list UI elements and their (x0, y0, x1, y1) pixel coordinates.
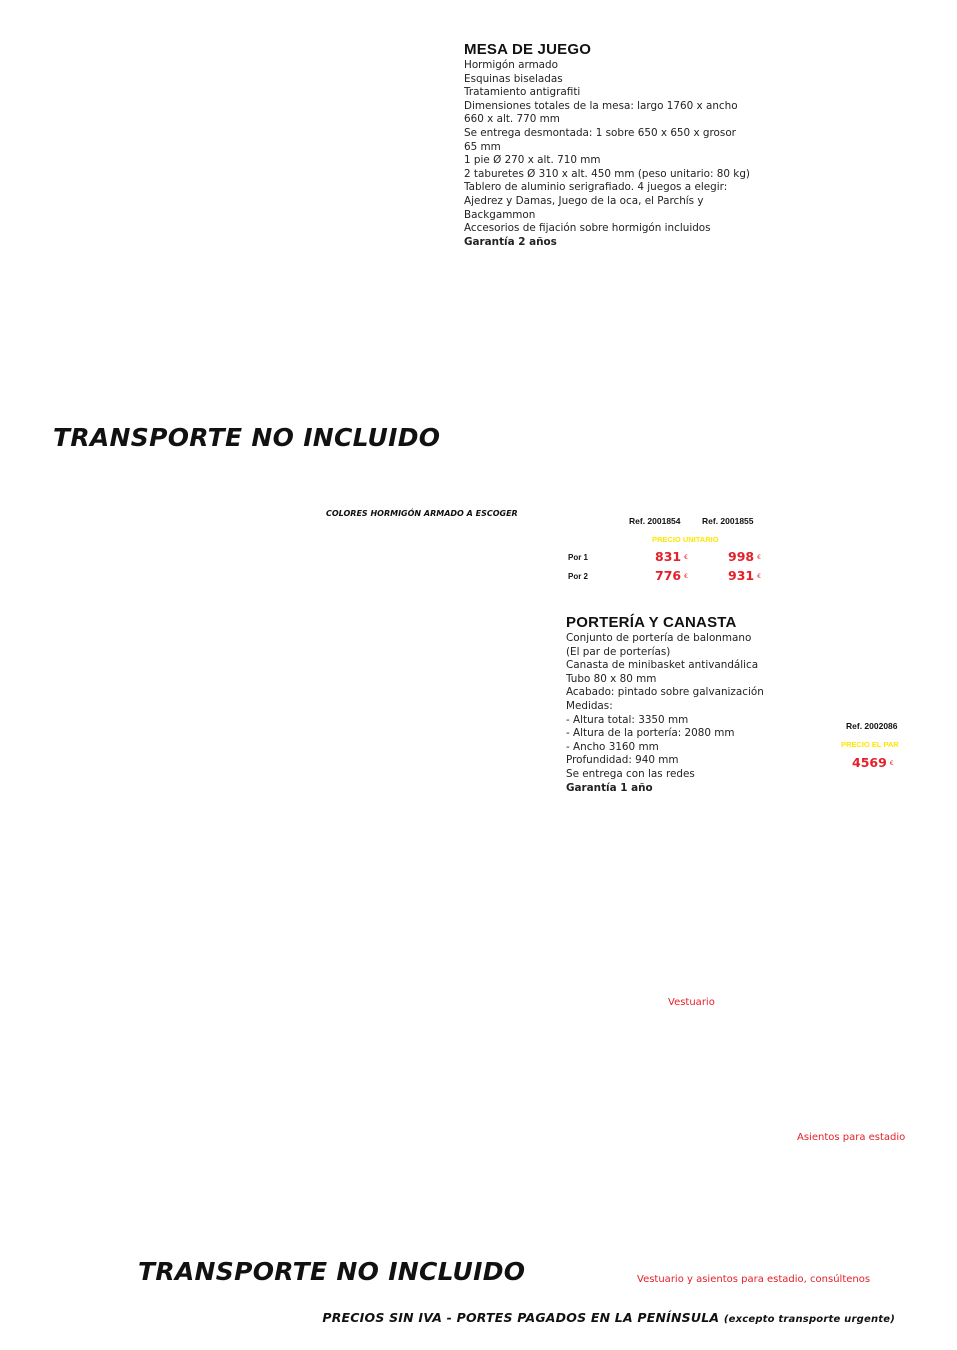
porteria-line: - Altura de la portería: 2080 mm (566, 727, 735, 740)
porteria-price: 4569€ (852, 755, 894, 770)
price-value: 931 (728, 568, 755, 583)
mesa-line: 2 taburetes Ø 310 x alt. 450 mm (peso un… (464, 167, 750, 180)
mesa-title: MESA DE JUEGO (464, 41, 592, 58)
porteria-line: - Altura total: 3350 mm (566, 713, 689, 726)
mesa-price-2-2: 931€ (728, 568, 761, 583)
mesa-warranty: Garantía 2 años (464, 235, 557, 248)
mesa-line: Tablero de aluminio serigrafiado. 4 jueg… (464, 181, 728, 194)
porteria-line: Se entrega con las redes (566, 767, 695, 780)
mesa-line: Accesorios de fijación sobre hormigón in… (464, 222, 711, 235)
transport-notice-2: TRANSPORTE NO INCLUIDO (138, 1257, 526, 1286)
contact-note: Vestuario y asientos para estadio, consú… (637, 1274, 871, 1285)
porteria-price-label: PRECIO EL PAR (841, 740, 899, 749)
transport-notice-1: TRANSPORTE NO INCLUIDO (53, 423, 441, 452)
porteria-line: Profundidad: 940 mm (566, 754, 679, 767)
mesa-line: 65 mm (464, 140, 501, 153)
mesa-line: Ajedrez y Damas, Juego de la oca, el Par… (464, 194, 704, 207)
porteria-block: PORTERÍA Y CANASTA Conjunto de portería … (566, 615, 806, 795)
currency-symbol: € (889, 760, 894, 767)
mesa-line: Esquinas biseladas (464, 72, 563, 85)
mesa-line: Dimensiones totales de la mesa: largo 17… (464, 99, 738, 112)
mesa-price-1-2: 998€ (728, 549, 761, 564)
porteria-line: Acabado: pintado sobre galvanización (566, 686, 764, 699)
porteria-description: Conjunto de portería de balonmano (El pa… (566, 632, 806, 795)
vestuario-caption: Vestuario (668, 997, 715, 1008)
currency-symbol: € (684, 573, 688, 580)
porteria-line: Medidas: (566, 699, 613, 712)
mesa-line: Se entrega desmontada: 1 sobre 650 x 650… (464, 126, 736, 139)
mesa-description: Hormigón armado Esquinas biseladas Trata… (464, 59, 764, 249)
porteria-line: (El par de porterías) (566, 645, 671, 658)
footer-sub: (excepto transporte urgente) (723, 1314, 895, 1325)
price-value: 998 (728, 549, 755, 564)
mesa-ref-1: Ref. 2001854 (629, 516, 681, 526)
porteria-line: Conjunto de portería de balonmano (566, 632, 752, 644)
mesa-row-label-1: Por 1 (568, 553, 589, 562)
porteria-line: - Ancho 3160 mm (566, 740, 659, 753)
currency-symbol: € (684, 554, 688, 561)
mesa-ref-2: Ref. 2001855 (702, 516, 754, 526)
colors-label: COLORES HORMIGÓN ARMADO A ESCOGER (326, 509, 518, 518)
currency-symbol: € (757, 554, 761, 561)
porteria-line: Tubo 80 x 80 mm (566, 672, 657, 685)
porteria-ref: Ref. 2002086 (846, 721, 898, 731)
porteria-line: Canasta de minibasket antivandálica (566, 659, 759, 672)
mesa-price-1-1: 831€ (655, 549, 688, 564)
footer-prices-note: PRECIOS SIN IVA - PORTES PAGADOS EN LA P… (322, 1310, 895, 1325)
mesa-line: Hormigón armado (464, 59, 559, 71)
mesa-line: 1 pie Ø 270 x alt. 710 mm (464, 154, 601, 167)
asientos-caption: Asientos para estadio (797, 1132, 906, 1143)
mesa-line: Tratamiento antigrafiti (464, 86, 581, 99)
mesa-row-label-2: Por 2 (568, 572, 589, 581)
mesa-line: Backgammon (464, 208, 536, 221)
currency-symbol: € (757, 573, 761, 580)
price-value: 4569 (852, 755, 887, 770)
porteria-title: PORTERÍA Y CANASTA (566, 614, 737, 631)
price-value: 776 (655, 568, 682, 583)
mesa-price-2-1: 776€ (655, 568, 688, 583)
mesa-block: MESA DE JUEGO Hormigón armado Esquinas b… (464, 42, 764, 249)
price-value: 831 (655, 549, 682, 564)
porteria-warranty: Garantía 1 año (566, 781, 653, 794)
footer-main: PRECIOS SIN IVA - PORTES PAGADOS EN LA P… (322, 1310, 720, 1325)
mesa-line: 660 x alt. 770 mm (464, 113, 560, 126)
mesa-price-label: PRECIO UNITARIO (652, 535, 719, 544)
